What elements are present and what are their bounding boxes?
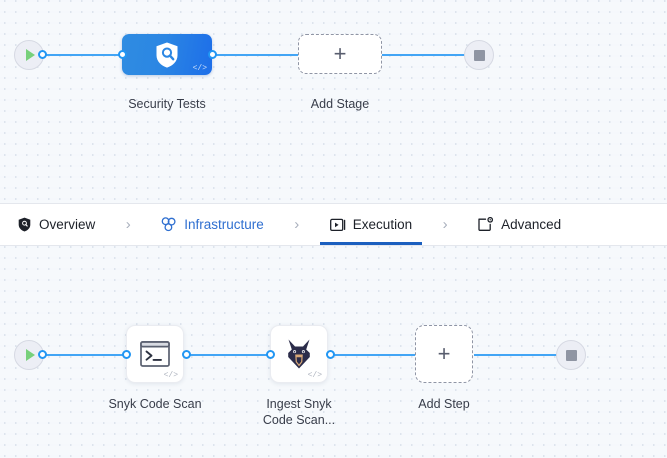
plus-icon: +: [333, 41, 347, 66]
edge-start-to-snyk-code-scan: [42, 354, 126, 356]
shield-icon: [16, 217, 32, 233]
step-end-node[interactable]: [556, 340, 586, 370]
tab-overview-label: Overview: [39, 217, 96, 232]
stop-icon: [565, 349, 577, 361]
tab-infrastructure[interactable]: Infrastructure: [159, 204, 266, 245]
step-start-node[interactable]: [14, 340, 44, 370]
tab-separator-3: ›: [442, 216, 448, 233]
code-badge: </>: [192, 64, 207, 73]
shield-search-icon: [156, 42, 178, 68]
step-node-ingest-snyk-code-scan[interactable]: </>: [270, 325, 328, 383]
edge-add-stage-to-end: [382, 54, 472, 56]
step-node-snyk-code-scan[interactable]: </>: [126, 325, 184, 383]
infrastructure-icon: [161, 217, 177, 233]
stage-node-security-tests[interactable]: </>: [122, 34, 212, 75]
tab-execution[interactable]: Execution: [319, 204, 423, 245]
tab-infrastructure-label: Infrastructure: [184, 217, 264, 232]
step-label-ingest-snyk-code-scan: Ingest Snyk Code Scan...: [262, 397, 336, 427]
tab-separator-1: ›: [125, 216, 131, 233]
port-start-out[interactable]: [38, 50, 47, 59]
pipeline-end-node[interactable]: [464, 40, 494, 70]
stage-label-security-tests: Security Tests: [128, 97, 206, 111]
port-security-tests-out[interactable]: [208, 50, 217, 59]
tab-overview[interactable]: Overview: [14, 204, 97, 245]
pipeline-section-tabs: Overview › Infrastructure ›: [0, 203, 667, 246]
stage-pipeline-canvas[interactable]: </> Security Tests + Add Stage: [0, 0, 667, 203]
edge-start-to-security-tests: [42, 54, 126, 56]
tab-advanced-label: Advanced: [501, 217, 562, 232]
play-icon: [26, 49, 35, 61]
step-label-add-step: Add Step: [418, 397, 470, 411]
edge-add-step-to-end: [474, 354, 562, 356]
port-step-start-out[interactable]: [38, 350, 47, 359]
port-snyk-code-scan-out[interactable]: [182, 350, 191, 359]
code-badge: </>: [307, 371, 322, 380]
snyk-doberman-icon: [288, 339, 310, 369]
terminal-icon: [140, 341, 170, 367]
step-label-snyk-code-scan: Snyk Code Scan: [108, 397, 202, 411]
execution-play-icon: [329, 217, 346, 233]
port-security-tests-in[interactable]: [118, 50, 127, 59]
add-step-node[interactable]: +: [415, 325, 473, 383]
edge-security-tests-to-add-stage: [212, 54, 304, 56]
step-pipeline-canvas[interactable]: </> Snyk Code Scan </> Inges: [0, 246, 667, 458]
code-badge: </>: [163, 371, 178, 380]
plus-icon: +: [437, 341, 451, 366]
tab-separator-2: ›: [294, 216, 300, 233]
add-stage-node[interactable]: +: [298, 34, 382, 74]
tab-advanced[interactable]: Advanced: [476, 204, 563, 245]
play-icon: [26, 349, 35, 361]
port-snyk-code-scan-in[interactable]: [122, 350, 131, 359]
edge-ingest-to-add-step: [330, 354, 416, 356]
stage-label-add-stage: Add Stage: [310, 97, 370, 111]
advanced-gear-icon: [478, 217, 494, 233]
tab-execution-label: Execution: [352, 217, 413, 232]
edge-snyk-code-scan-to-ingest: [186, 354, 272, 356]
port-ingest-in[interactable]: [266, 350, 275, 359]
port-ingest-out[interactable]: [326, 350, 335, 359]
stop-icon: [473, 49, 485, 61]
